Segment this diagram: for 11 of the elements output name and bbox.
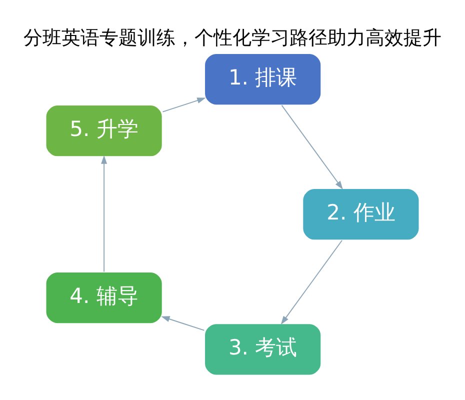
node-box: 4. 辅导	[45, 272, 163, 324]
node-box: 1. 排课	[204, 53, 322, 106]
node-box: 5. 升学	[45, 104, 163, 158]
arrow	[161, 316, 205, 331]
diagram-title: 分班英语专题训练，个性化学习路径助力高效提升	[24, 26, 442, 49]
arrow	[101, 155, 108, 272]
node-box: 2. 作业	[302, 188, 420, 241]
arrow	[280, 240, 342, 325]
node-box: 3. 考试	[204, 323, 322, 376]
arrow	[281, 104, 343, 190]
arrow	[162, 98, 206, 112]
